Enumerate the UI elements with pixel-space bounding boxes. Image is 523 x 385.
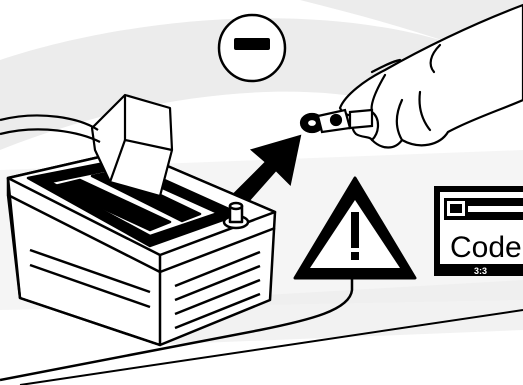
battery-terminal-clamp [301, 110, 372, 132]
code-sub-label: 3:3 [474, 266, 487, 276]
minus-circle-icon [219, 15, 285, 81]
code-label: Code [450, 231, 522, 264]
